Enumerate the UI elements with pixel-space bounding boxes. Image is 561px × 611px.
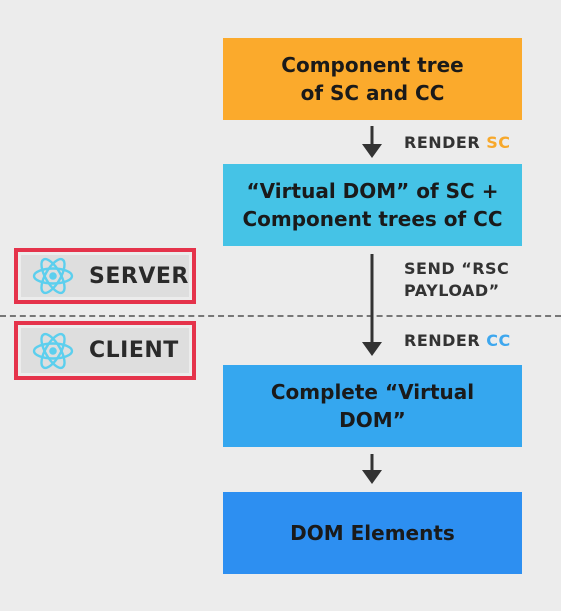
render-cc-verb: RENDER — [404, 331, 481, 350]
client-env-tag: CLIENT — [14, 321, 196, 380]
complete-virtual-dom-box: Complete “Virtual DOM” — [223, 365, 522, 447]
server-client-divider — [0, 315, 561, 317]
render-sc-label: RENDER SC — [404, 132, 511, 154]
server-env-tag: SERVER — [14, 248, 196, 304]
dom-elements-text: DOM Elements — [290, 521, 455, 545]
arrow-dom-head — [362, 470, 382, 484]
render-cc-tag: CC — [486, 331, 511, 350]
send-payload-text: SEND “RSC PAYLOAD” — [404, 259, 510, 300]
arrow-render-sc-head — [362, 144, 382, 158]
react-atom-icon — [32, 257, 74, 295]
render-sc-tag: SC — [486, 133, 511, 152]
dom-elements-box: DOM Elements — [223, 492, 522, 574]
server-label: SERVER — [89, 263, 189, 289]
render-cc-label: RENDER CC — [404, 330, 511, 352]
virtual-dom-sc-text: “Virtual DOM” of SC + Component trees of… — [242, 179, 503, 231]
complete-virtual-dom-text: Complete “Virtual DOM” — [270, 380, 475, 432]
component-tree-box: Component tree of SC and CC — [223, 38, 522, 120]
client-label: CLIENT — [89, 338, 179, 363]
react-atom-icon — [32, 332, 74, 369]
component-tree-text: Component tree of SC and CC — [281, 53, 464, 105]
arrow-send-head — [362, 342, 382, 356]
render-sc-verb: RENDER — [404, 133, 481, 152]
send-payload-label: SEND “RSC PAYLOAD” — [404, 258, 509, 302]
virtual-dom-sc-box: “Virtual DOM” of SC + Component trees of… — [223, 164, 522, 246]
